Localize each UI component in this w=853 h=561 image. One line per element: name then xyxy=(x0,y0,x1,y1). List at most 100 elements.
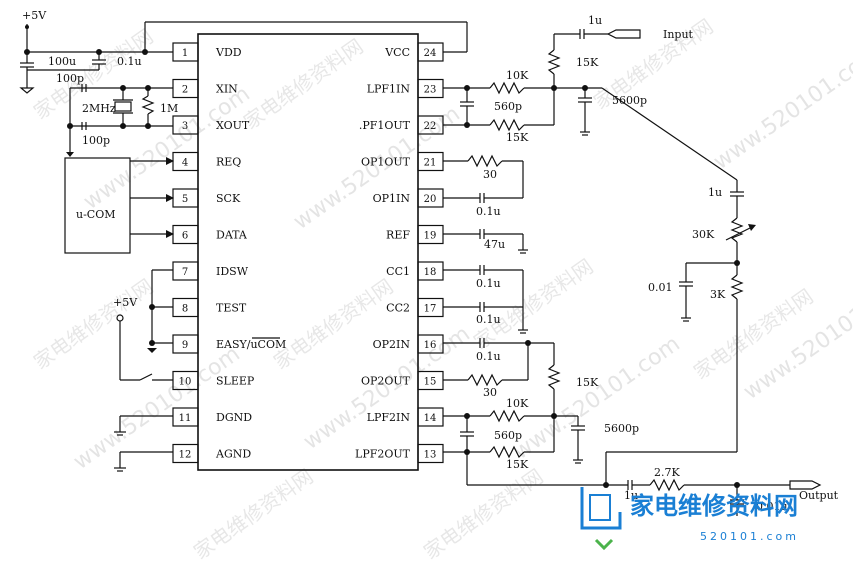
pin-name: SLEEP xyxy=(216,375,255,388)
crystal-oscillator: 100p 100p 2MHz 1M xyxy=(56,72,178,157)
cap-1u-label: 1u xyxy=(588,14,602,27)
pin-number: 17 xyxy=(424,304,437,315)
resistor-10k-label: 10K xyxy=(506,69,529,82)
pin-number: 12 xyxy=(179,450,192,461)
pin-number: 13 xyxy=(424,450,437,461)
cap-01u-label: 0.1u xyxy=(117,55,142,68)
pin-name: LPF2OUT xyxy=(355,448,411,461)
ref-cap: 47u xyxy=(443,229,528,254)
ground-pins xyxy=(114,415,173,472)
ic-right-pins: 24VCC23LPF1IN22.PF1OUT21OP1OUT20OP1IN19R… xyxy=(355,42,444,464)
watermark-cn: 家电维修资料网 xyxy=(29,274,157,374)
resistor-30-label: 30 xyxy=(483,168,497,181)
pin-name: OP2OUT xyxy=(361,375,411,388)
logo-sub: 520101.com xyxy=(700,530,799,543)
pin-name: IDSW xyxy=(216,265,249,278)
pin-name: REF xyxy=(386,229,410,242)
cap-001u-label: 0.01u xyxy=(756,500,788,513)
lpf2: 10K 560p 15K 5600p xyxy=(443,397,639,486)
cap-1u-label: 1u xyxy=(624,489,638,502)
supply-label: +5V xyxy=(22,9,47,22)
resistor-15k-label: 15K xyxy=(576,376,599,389)
cap-01u-label: 0.1u xyxy=(476,277,501,290)
pin-name: XOUT xyxy=(216,119,250,132)
pin-number: 23 xyxy=(424,85,437,96)
pin-name: XIN xyxy=(216,83,238,96)
ic-pin-right: 23 LPF1IN xyxy=(367,78,444,99)
power-supply-top: +5V 100u 0.1u xyxy=(19,9,468,94)
watermark-cn: 家电维修资料网 xyxy=(469,254,597,354)
input-connector xyxy=(606,29,641,39)
watermark-cn: 家电维修资料网 xyxy=(589,14,717,114)
resistor-27k-label: 2.7K xyxy=(654,466,680,479)
ic-body xyxy=(197,33,419,471)
op1-feedback: 30 0.1u xyxy=(443,154,524,218)
ic-pin-right: 16 OP2IN xyxy=(373,334,444,354)
resistor-10k-label: 10K xyxy=(506,397,529,410)
ic-pin-left: 2 XIN xyxy=(172,78,238,99)
ic-pin-right: 13 LPF2OUT xyxy=(355,443,444,464)
pin-number: 1 xyxy=(182,48,188,59)
pin-number: 8 xyxy=(182,304,188,315)
watermark-cn: 家电维修资料网 xyxy=(419,464,547,561)
pin-name: SCK xyxy=(216,192,241,205)
pin-number: 21 xyxy=(424,158,437,169)
cap-001-label: 0.01 xyxy=(648,281,673,294)
ic-pin-right: 17 CC2 xyxy=(386,297,444,318)
pin-name: VDD xyxy=(215,46,242,59)
pin-number: 19 xyxy=(424,231,437,242)
ic-pin-left: 1 VDD xyxy=(172,42,242,62)
cap-01u-label: 0.1u xyxy=(476,313,501,326)
output-label: Output xyxy=(799,489,839,502)
ucom-block: u-COM xyxy=(64,157,174,254)
resistor-15k-label: 15K xyxy=(576,56,599,69)
ic-pin-left: 11 DGND xyxy=(172,407,252,427)
pin-name: OP2IN xyxy=(373,338,411,351)
pin-number: 15 xyxy=(424,377,437,388)
cap-01u-label: 0.1u xyxy=(476,205,501,218)
cap-01u-label: 0.1u xyxy=(476,350,501,363)
mode-pins: +5V xyxy=(113,269,173,381)
pin-number: 16 xyxy=(424,340,437,351)
ic-pin-right: 15 OP2OUT xyxy=(361,370,444,391)
pin-name: AGND xyxy=(215,448,251,461)
pin-number: 11 xyxy=(179,413,192,424)
resistor-3k-label: 3K xyxy=(710,288,726,301)
pin-number: 3 xyxy=(182,121,188,132)
pin-number: 14 xyxy=(424,413,437,424)
ucom-box xyxy=(64,157,131,254)
cap-47u-label: 47u xyxy=(484,238,505,251)
ic-pin-right: 21 OP1OUT xyxy=(361,151,444,172)
pin-name: LPF1IN xyxy=(367,83,411,96)
cap-560p-label: 560p xyxy=(494,100,522,113)
cap-100u-label: 100u xyxy=(48,55,76,68)
site-logo: 家电维修资料网 520101.com xyxy=(580,487,799,551)
pin-number: 5 xyxy=(182,194,188,205)
ic-pin-right: 14 LPF2IN xyxy=(367,407,444,427)
pin-name: OP1OUT xyxy=(361,156,411,169)
cap-100p-label: 100p xyxy=(82,134,110,147)
pot-30k-label: 30K xyxy=(692,228,715,241)
cap-5600p-label: 5600p xyxy=(604,422,639,435)
pin-number: 20 xyxy=(424,194,437,205)
resistor-1m-label: 1M xyxy=(160,102,178,115)
pin-name: CC2 xyxy=(386,302,410,315)
watermark-url: www.520101.com xyxy=(709,41,853,174)
resistor-30-label: 30 xyxy=(483,386,497,399)
crystal-label: 2MHz xyxy=(82,102,116,115)
cap-5600p-label: 5600p xyxy=(612,94,647,107)
pin-name: EASY/uCOM xyxy=(216,338,286,351)
pin-name: DGND xyxy=(216,411,252,424)
ic-pin-left: 12 AGND xyxy=(172,443,251,464)
pin-name: LPF2IN xyxy=(367,411,411,424)
pin-number: 2 xyxy=(182,85,188,96)
watermark-layer: 家电维修资料网 www.520101.com 家电维修资料网 www.52010… xyxy=(29,14,853,561)
watermark-cn: 家电维修资料网 xyxy=(239,34,367,134)
